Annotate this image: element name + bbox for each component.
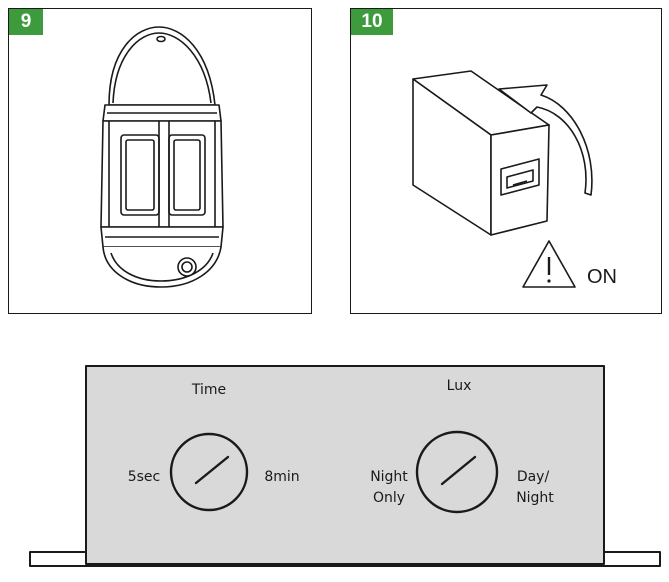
step-9-panel: 9	[8, 8, 312, 314]
time-dial-min-label: 5sec	[127, 469, 161, 485]
step-9-badge: 9	[9, 9, 43, 35]
lux-dial-max-label-line2: Night	[516, 490, 554, 506]
motion-sensor-lantern-illustration	[100, 26, 224, 288]
lux-dial-min-label-line2: Only	[372, 490, 406, 506]
step-10-badge: 10	[351, 9, 393, 35]
lux-dial-min-label-line1: Night	[370, 469, 408, 485]
time-dial-title: Time	[191, 382, 227, 398]
lux-dial-max-label-line1: Day/	[516, 469, 550, 485]
warning-triangle-icon	[522, 240, 576, 288]
lux-dial-title: Lux	[446, 378, 472, 394]
step-10-panel: 10 ON	[350, 8, 662, 314]
junction-box-switch-illustration	[412, 70, 593, 236]
time-dial-max-label: 8min	[264, 469, 300, 485]
switch-on-label: ON	[587, 266, 617, 288]
